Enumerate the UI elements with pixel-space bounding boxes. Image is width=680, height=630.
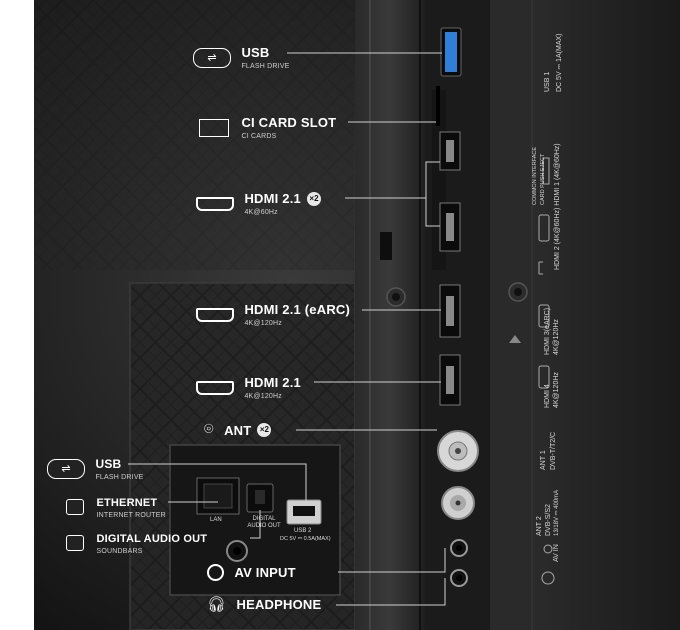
hdmi-pair-callout: HDMI 2.1 ×2 4K@60Hz xyxy=(196,191,321,216)
panel-usb1-spec-text: DC 5V ⎓ 1A(MAX) xyxy=(556,33,563,93)
usb-top-callout: ⇌ USB FLASH DRIVE xyxy=(193,45,290,70)
hdmi-4-callout: HDMI 2.1 4K@120Hz xyxy=(196,375,301,400)
ethernet-sub: INTERNET ROUTER xyxy=(96,512,166,519)
ci-card-slot-title: CI CARD SLOT xyxy=(241,115,337,130)
panel-hdmi12-text: HDMI 2 (4K@60Hz) HDMI 1 (4K@60Hz) xyxy=(554,143,561,270)
bay-digital-out-label: DIGITAL AUDIO OUT xyxy=(247,516,281,529)
digital-audio-sub: SOUNDBARS xyxy=(96,548,143,555)
panel-hdmi4-spec: 4K@120Hz xyxy=(553,372,561,408)
ant-callout: ⌾ ANT ×2 xyxy=(204,421,272,438)
panel-usb1-text: USB 1 xyxy=(544,71,551,92)
hdmi-icon xyxy=(196,380,234,395)
panel-ant2-label: ANT 2 xyxy=(536,516,544,536)
panel-ant1-text: ANT 1 xyxy=(540,450,547,470)
panel-usb1-label: USB 1 xyxy=(544,72,552,92)
usb-icon: ⇌ xyxy=(193,47,231,68)
ci-card-slot-callout: CI CARD SLOT CI CARDS xyxy=(199,115,336,140)
panel-ci-eject: CARD PUSH EJECT xyxy=(540,154,546,205)
ethernet-icon xyxy=(66,498,84,515)
usb-bottom-title: USB xyxy=(95,457,122,471)
digital-audio-title: DIGITAL AUDIO OUT xyxy=(96,533,208,545)
panel-av-in-text: AV IN xyxy=(553,544,560,562)
hdmi-icon xyxy=(196,196,234,211)
av-input-icon xyxy=(207,564,224,581)
panel-ci-eject-text: CARD PUSH EJECT xyxy=(540,153,546,205)
bay-usb2-spec: DC 5V ⎓ 0.5A(MAX) xyxy=(280,536,331,542)
hdmi-earc-callout: HDMI 2.1 (eARC) 4K@120Hz xyxy=(196,302,350,327)
ci-card-slot-sub: CI CARDS xyxy=(241,133,277,140)
usb-top-sub: FLASH DRIVE xyxy=(241,63,290,70)
ant-count-badge: ×2 xyxy=(257,423,272,437)
panel-ant2-power: 13/18V ⎓ 400mA xyxy=(554,490,561,536)
hdmi-pair-count-badge: ×2 xyxy=(306,191,321,206)
panel-ant2-text: ANT 2 xyxy=(536,516,543,536)
panel-hdmi3-label: HDMI 3(eARC) xyxy=(544,308,552,355)
panel-ant1-spec-text: DVB-T/T2/C xyxy=(550,431,557,470)
hdmi-earc-title: HDMI 2.1 (eARC) xyxy=(244,302,351,317)
panel-ant1-spec: DVB-T/T2/C xyxy=(550,432,558,470)
ethernet-callout: ETHERNET INTERNET ROUTER xyxy=(66,494,166,519)
headphone-title: HEADPHONE xyxy=(236,597,322,613)
panel-hdmi3-spec: 4K@120Hz xyxy=(553,319,561,355)
bay-lan-label: LAN xyxy=(210,517,222,523)
panel-hdmi4-text: HDMI 4 xyxy=(544,384,551,408)
hdmi-4-title: HDMI 2.1 xyxy=(244,375,301,390)
panel-ant2-power-text: 13/18V ⎓ 400mA xyxy=(554,489,560,536)
digital-audio-callout: DIGITAL AUDIO OUT SOUNDBARS xyxy=(66,530,207,555)
panel-hdmi4-label: HDMI 4 xyxy=(544,384,552,408)
hdmi-icon xyxy=(196,307,234,322)
usb-icon: ⇌ xyxy=(47,458,85,479)
hdmi-4-sub: 4K@120Hz xyxy=(244,393,282,400)
ethernet-title: ETHERNET xyxy=(96,497,158,509)
panel-ci-text: COMMON INTERFACE xyxy=(532,146,538,205)
usb-bottom-sub: FLASH DRIVE xyxy=(95,474,144,481)
usb-bottom-callout: ⇌ USB FLASH DRIVE xyxy=(47,456,144,481)
headphone-icon: 🎧︎ xyxy=(207,596,227,614)
panel-ant2-spec-text: DVB-S/S2 xyxy=(545,504,552,536)
panel-ci-label: COMMON INTERFACE xyxy=(532,147,538,205)
panel-usb1-spec: DC 5V ⎓ 1A(MAX) xyxy=(556,34,564,93)
bay-usb2-label: USB 2 xyxy=(294,528,312,534)
av-input-title: AV INPUT xyxy=(234,565,296,580)
antenna-icon: ⌾ xyxy=(204,421,214,438)
panel-ant2-spec: DVB-S/S2 xyxy=(545,504,553,536)
panel-hdmi3-spec-text: 4K@120Hz xyxy=(553,319,560,355)
panel-hdmi3-text: HDMI 3(eARC) xyxy=(544,307,551,355)
headphone-callout: 🎧︎ HEADPHONE xyxy=(207,597,321,613)
panel-av-in-label: AV IN xyxy=(553,544,561,562)
usb-top-title: USB xyxy=(241,45,270,60)
optical-audio-icon xyxy=(66,534,84,551)
hdmi-pair-sub: 4K@60Hz xyxy=(244,209,278,216)
hdmi-pair-title: HDMI 2.1 xyxy=(244,191,301,206)
panel-hdmi4-spec-text: 4K@120Hz xyxy=(553,372,560,408)
panel-hdmi12-label: HDMI 2 (4K@60Hz) HDMI 1 (4K@60Hz) xyxy=(554,143,562,270)
panel-ant1-label: ANT 1 xyxy=(540,450,548,470)
hdmi-earc-sub: 4K@120Hz xyxy=(244,320,282,327)
ant-title: ANT xyxy=(224,422,252,438)
av-input-callout: AV INPUT xyxy=(207,564,296,581)
ci-card-icon xyxy=(199,118,229,137)
